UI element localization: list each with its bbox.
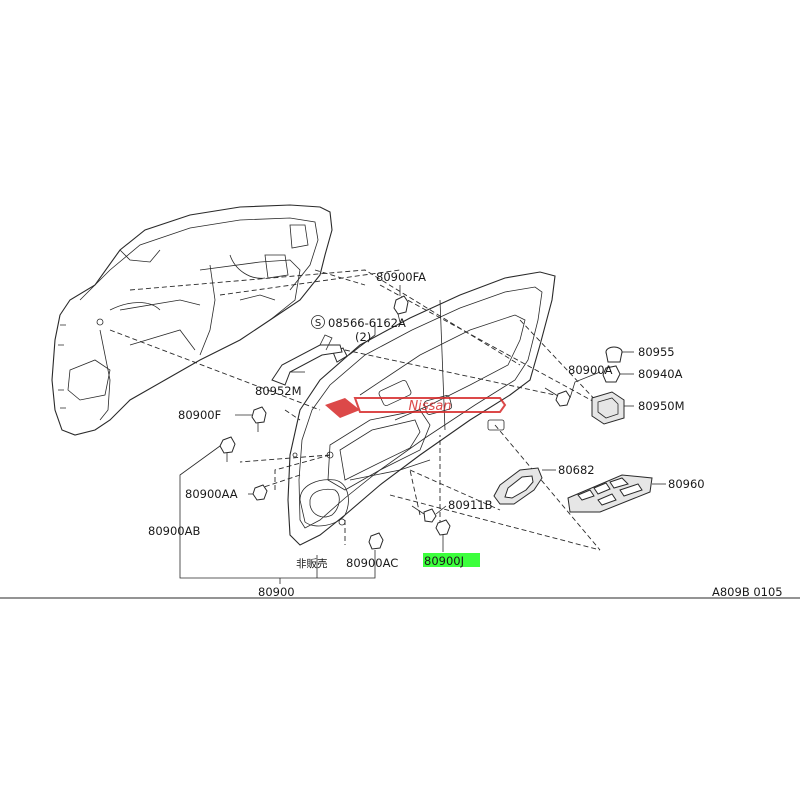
- clip-80900F: [251, 406, 267, 432]
- finisher-80950M: [591, 391, 625, 425]
- bracket-80952M: [271, 334, 343, 386]
- s-symbol: S: [315, 318, 321, 329]
- door-shell: [51, 204, 333, 436]
- clip-80900A: [544, 387, 571, 407]
- clip-80900AB: [219, 436, 236, 462]
- part-labels: 80900FA S 08566-6162A (2) 80952M 80900F …: [148, 270, 783, 599]
- label-80952M: 80952M: [255, 384, 302, 398]
- label-not-for-sale: 非販売: [296, 557, 328, 570]
- diagram-code: A809B 0105: [712, 585, 783, 599]
- label-80900J: 80900J: [424, 554, 464, 568]
- clip-80900AC: [368, 532, 384, 550]
- screw-80911B: [411, 505, 437, 523]
- label-80900: 80900: [258, 585, 295, 599]
- label-leaders: [0, 285, 800, 599]
- label-80900F: 80900F: [178, 408, 221, 422]
- label-08566-qty: (2): [355, 330, 371, 344]
- leader-lines: [109, 269, 601, 551]
- label-80940A: 80940A: [638, 367, 683, 381]
- label-80911B: 80911B: [448, 498, 493, 512]
- label-80900AC: 80900AC: [346, 556, 398, 570]
- label-80900A: 80900A: [568, 363, 613, 377]
- label-80900AB: 80900AB: [148, 524, 200, 538]
- s-symbol-circle: [311, 315, 325, 329]
- watermark-text: Nissan: [408, 399, 451, 414]
- clip-80900AA: [252, 484, 268, 501]
- clip-80940A: [602, 365, 621, 383]
- clip-80900FA: [393, 295, 409, 323]
- highlight-80900J: [423, 553, 480, 567]
- label-80900AA: 80900AA: [185, 487, 238, 501]
- label-08566-6162A: 08566-6162A: [328, 316, 406, 330]
- label-80900FA: 80900FA: [376, 270, 426, 284]
- escutcheon-80682: [493, 467, 543, 505]
- watermark: Nissan: [325, 397, 507, 418]
- switch-80960: [567, 474, 653, 513]
- label-80955: 80955: [638, 345, 675, 359]
- label-80950M: 80950M: [638, 399, 685, 413]
- label-80960: 80960: [668, 477, 705, 491]
- cap-80955: [605, 346, 623, 363]
- clip-80900J: [435, 519, 451, 536]
- label-80682: 80682: [558, 463, 595, 477]
